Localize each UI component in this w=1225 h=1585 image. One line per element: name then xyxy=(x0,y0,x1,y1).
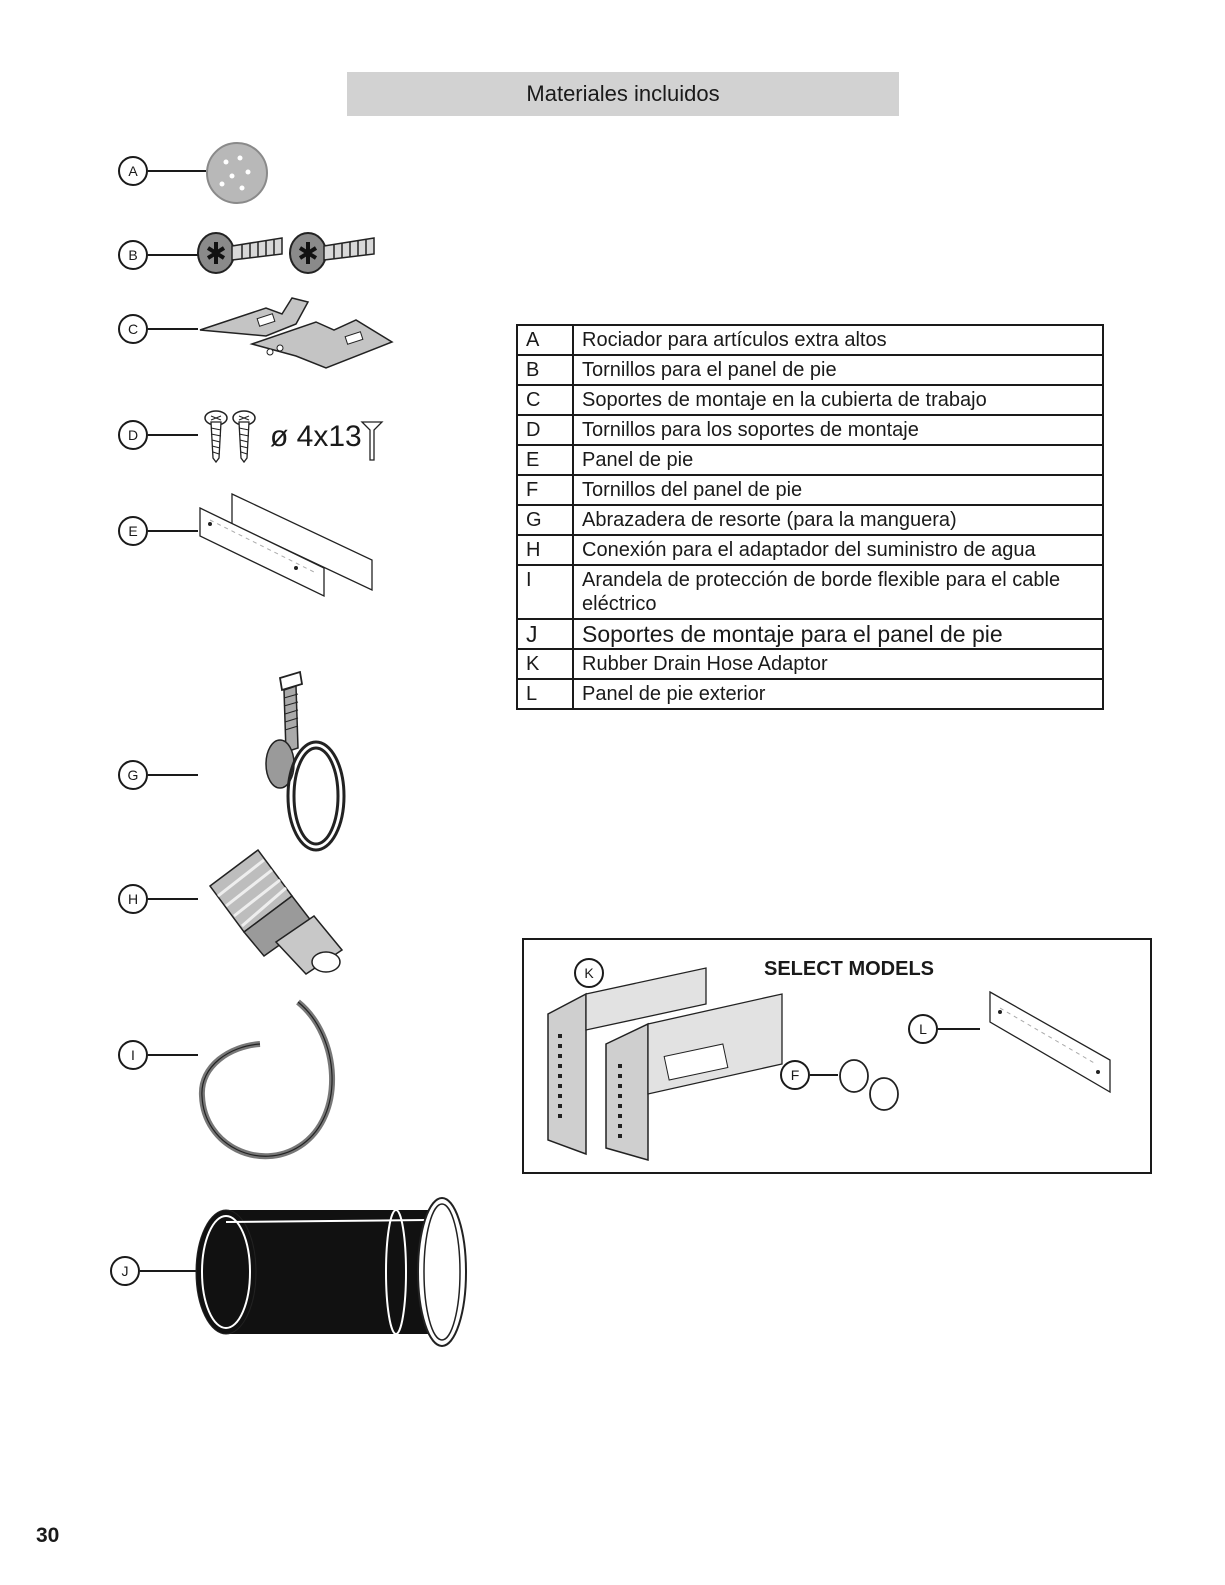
callout-a: A xyxy=(118,156,148,186)
part-letter: E xyxy=(516,444,574,476)
part-letter: L xyxy=(516,678,574,710)
screw-dimension: ø 4x13 xyxy=(270,420,362,453)
part-letter: D xyxy=(516,414,574,446)
mounting-bracket-illustration xyxy=(199,297,394,369)
drain-adaptor-illustration xyxy=(195,1197,467,1347)
part-letter: G xyxy=(516,504,574,536)
part-letter: F xyxy=(516,474,574,506)
callout-e: E xyxy=(118,516,148,546)
screw-illustration-2 xyxy=(289,232,375,274)
part-letter: A xyxy=(516,324,574,356)
leader-g xyxy=(148,774,198,776)
callout-c: C xyxy=(118,314,148,344)
part-description: Tornillos para el panel de pie xyxy=(572,354,1104,386)
part-description: Conexión para el adaptador del suministr… xyxy=(572,534,1104,566)
page-number: 30 xyxy=(36,1524,60,1547)
banner-title: Materiales incluidos xyxy=(526,81,720,106)
part-description: Abrazadera de resorte (para la manguera) xyxy=(572,504,1104,536)
leader-i xyxy=(148,1054,198,1056)
part-description: Panel de pie xyxy=(572,444,1104,476)
screw-dimension-icon xyxy=(360,421,384,461)
callout-i: I xyxy=(118,1040,148,1070)
screw-illustration-1 xyxy=(197,232,283,274)
leader-b xyxy=(148,254,198,256)
callout-d: D xyxy=(118,420,148,450)
spring-clamp-illustration xyxy=(265,670,346,852)
leader-e xyxy=(148,530,198,532)
small-screws-illustration xyxy=(204,410,256,464)
outer-toe-panel-illustration xyxy=(989,990,1111,1094)
part-letter: J xyxy=(516,618,574,650)
callout-h: H xyxy=(118,884,148,914)
water-adapter-illustration xyxy=(208,848,344,975)
leader-a xyxy=(148,170,206,172)
callout-j: J xyxy=(110,1256,140,1286)
leader-c xyxy=(148,328,198,330)
part-description: Rociador para artículos extra altos xyxy=(572,324,1104,356)
leader-h xyxy=(148,898,198,900)
callout-g: G xyxy=(118,760,148,790)
part-letter: C xyxy=(516,384,574,416)
leader-f xyxy=(810,1074,838,1076)
callout-f: F xyxy=(780,1060,810,1090)
select-models-title: SELECT MODELS xyxy=(764,958,935,980)
grommet-illustration xyxy=(198,999,335,1160)
callout-l: L xyxy=(908,1014,938,1044)
select-models-box: K SELECT MODELS F L xyxy=(522,938,1152,1174)
part-description: Soportes de montaje para el panel de pie xyxy=(572,618,1104,650)
part-description: Tornillos para los soportes de montaje xyxy=(572,414,1104,446)
toe-panel-illustration xyxy=(199,492,373,598)
part-letter: B xyxy=(516,354,574,386)
leader-j xyxy=(140,1270,198,1272)
part-letter: H xyxy=(516,534,574,566)
part-description: Soportes de montaje en la cubierta de tr… xyxy=(572,384,1104,416)
part-description: Tornillos del panel de pie xyxy=(572,474,1104,506)
part-description: Arandela de protección de borde flexible… xyxy=(572,564,1104,620)
part-description: Panel de pie exterior xyxy=(572,678,1104,710)
spray-ball-illustration xyxy=(206,142,268,204)
section-banner: Materiales incluidos xyxy=(347,72,899,116)
toe-panel-screws-illustration xyxy=(839,1059,899,1111)
callout-b: B xyxy=(118,240,148,270)
part-letter: K xyxy=(516,648,574,680)
callout-k: K xyxy=(574,958,604,988)
leader-l xyxy=(938,1028,980,1030)
part-letter: I xyxy=(516,564,574,620)
leader-d xyxy=(148,434,198,436)
toe-panel-brackets-illustration xyxy=(547,967,783,1161)
part-description: Rubber Drain Hose Adaptor xyxy=(572,648,1104,680)
